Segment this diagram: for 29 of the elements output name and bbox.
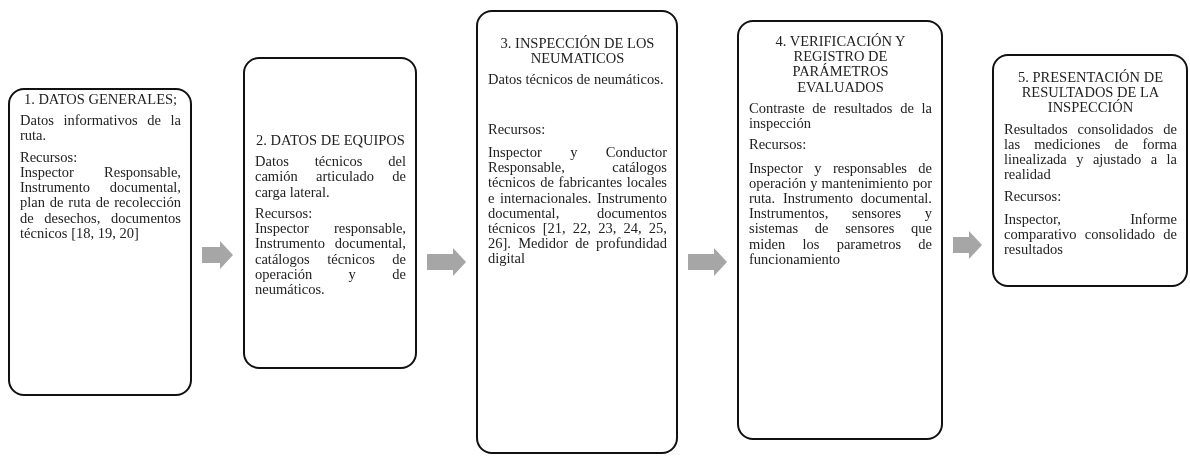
step-description: Contraste de resultados de la inspección (749, 100, 932, 132)
resources-label: Recursos: (255, 205, 314, 222)
resources-text: Inspector y responsables de operación y mantenimiento por ruta. Instrumento documental. Instrumentos, sensores y sistemas de sensores que miden los parametros de funcionamiento (749, 160, 932, 268)
process-box (737, 20, 943, 440)
step-heading: 3. INSPECCIÓN DE LOS NEUMATICOS (499, 36, 656, 67)
step-description: Datos técnicos de neumáticos. (488, 72, 665, 88)
step-heading: 4. VERIFICACIÓN Y REGISTRO DE PARÁMETROS EVALUADOS (774, 34, 907, 95)
resources-text: Inspector Responsable, Instrumento documental, plan de ruta de recolección de desechos, documentos técnicos [18, 19, 20] (20, 164, 181, 241)
resources-label: Recursos: (1004, 188, 1063, 204)
step-description: Datos técnicos del camión articulado de carga lateral. (255, 154, 406, 200)
step-heading: 2. DATOS DE EQUIPOS (255, 133, 406, 149)
resources-label: Recursos: (488, 121, 547, 137)
block-arrow (688, 248, 727, 276)
step-heading: 5. PRESENTACIÓN DE RESULTADOS DE LA INSPECCIÓN (1016, 70, 1165, 116)
block-arrow (202, 241, 233, 269)
resources-label: Recursos: (749, 137, 808, 153)
block-arrow (953, 231, 982, 259)
process-box (243, 57, 417, 369)
resources-text: Inspector responsable, Instrumento documental, catálogos técnicos de operación y de neumáticos. (255, 221, 406, 298)
resources-text: Inspector, Informe comparativo consolidado de resultados (1004, 211, 1177, 258)
step-heading: 1. DATOS GENERALES; (22, 92, 179, 108)
block-arrow (427, 248, 466, 276)
resources-text: Inspector y Conductor Responsable, catálogos técnicos de fabricantes locales e internacionales. Instrumento documental, documentos técnicos [21, 22, 23, 24, 25, 26]. Medidor de profundidad digital (488, 144, 667, 267)
step-description: Resultados consolidados de las mediciones de forma linealizada y ajustado a la realidad (1004, 121, 1177, 183)
process-box (992, 54, 1188, 287)
resources-label: Recursos: (20, 149, 79, 165)
process-box (8, 88, 192, 396)
step-description: Datos informativos de la ruta. (20, 113, 181, 144)
process-box (476, 10, 678, 454)
